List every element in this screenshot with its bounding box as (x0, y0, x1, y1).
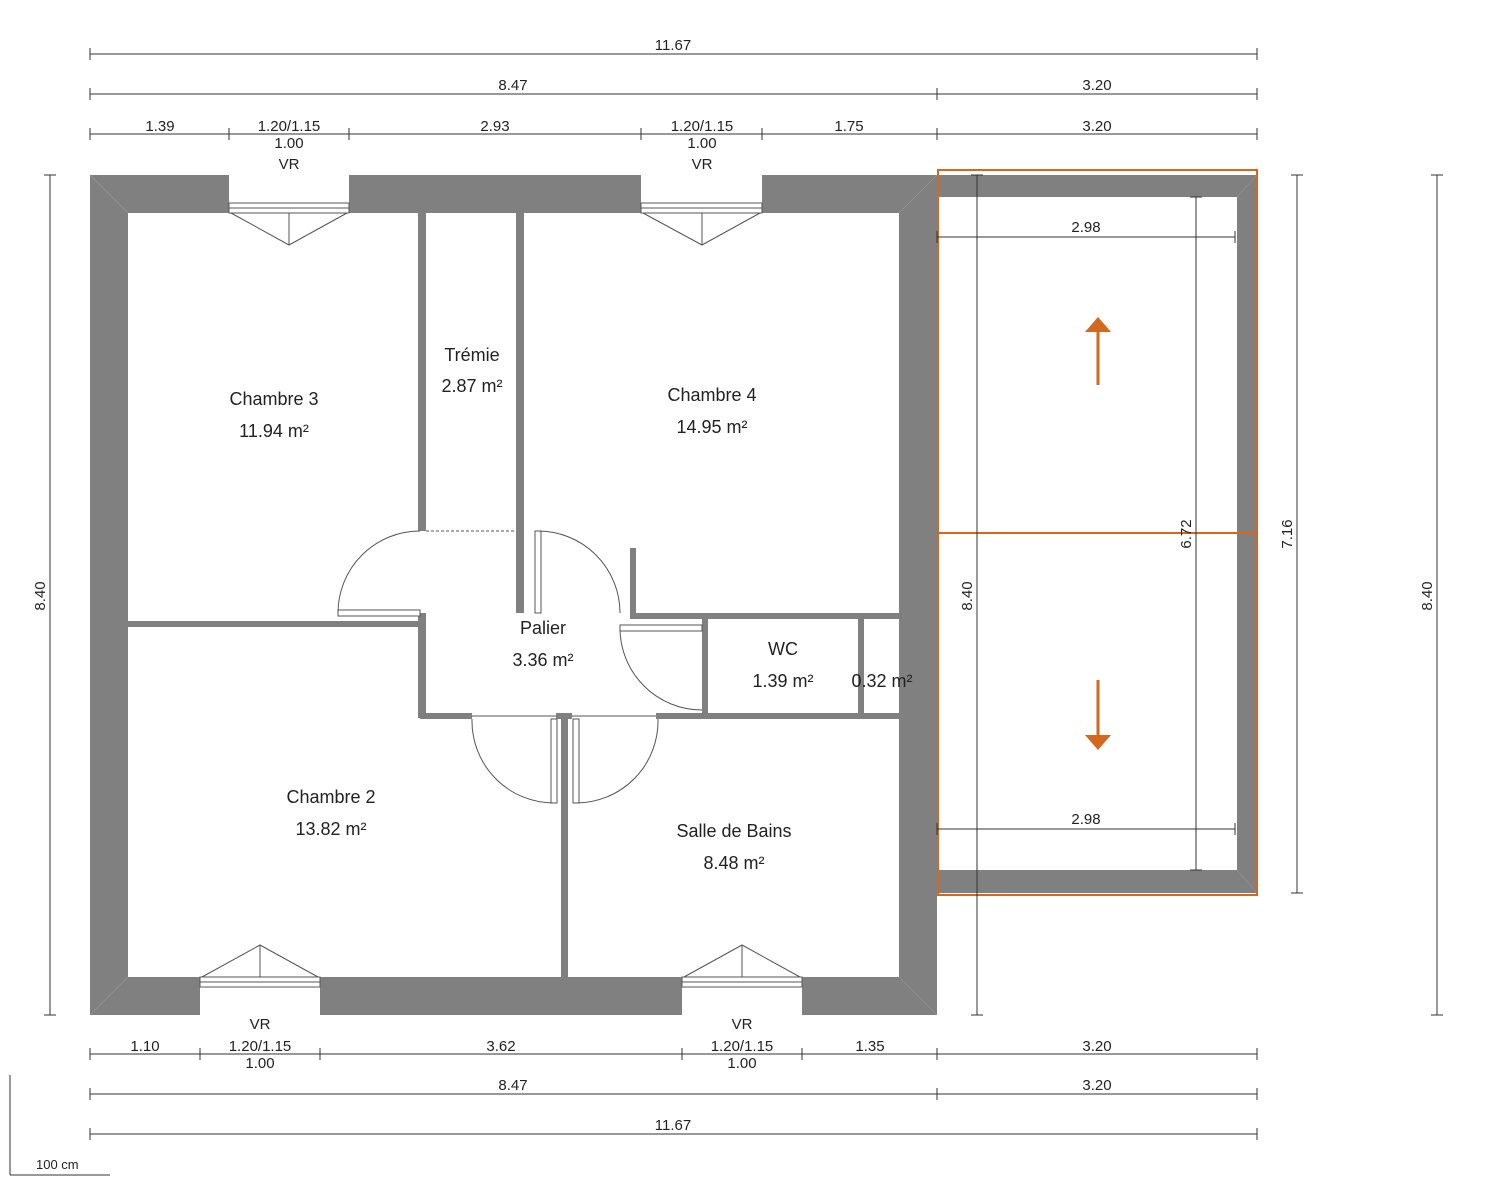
dim-bot-ext: 3.20 (1082, 1077, 1111, 1094)
room-chambre4-area: 14.95 m² (676, 417, 747, 437)
dim-top-house: 8.47 (498, 77, 527, 94)
dim-top-seg3: 2.93 (480, 118, 509, 135)
window-bottom-left-type: VR (250, 1016, 271, 1033)
dim-bot-seg3: 3.62 (486, 1038, 515, 1055)
dim-bot-total: 11.67 (655, 1117, 691, 1134)
doors (337, 530, 703, 804)
room-sdb-name: Salle de Bains (676, 821, 791, 841)
room-labels: Chambre 3 11.94 m² Trémie 2.87 m² Chambr… (229, 345, 912, 873)
dim-top-ext: 3.20 (1082, 77, 1111, 94)
window-bottom-right-size: 1.20/1.15 (711, 1038, 774, 1055)
window-top-left-type: VR (279, 156, 300, 173)
room-palier-name: Palier (520, 618, 566, 638)
room-tremie-name: Trémie (444, 345, 499, 365)
dim-top-seg5: 1.75 (834, 118, 863, 135)
room-wc-name: WC (768, 639, 798, 659)
window-top-right (640, 202, 763, 246)
room-chambre4-name: Chambre 4 (667, 385, 756, 405)
scale-label: 100 cm (36, 1157, 79, 1172)
dim-right-height: 8.40 (1419, 581, 1436, 610)
dim-ext-height-outer: 7.16 (1279, 519, 1296, 548)
room-palier-area: 3.36 m² (512, 650, 573, 670)
room-tremie-area: 2.87 m² (441, 376, 502, 396)
ext-width-top: 2.98 (1071, 219, 1100, 236)
room-small-area: 0.32 m² (851, 671, 912, 691)
scale-bar: 100 cm (9, 1075, 110, 1176)
interior-walls (128, 213, 899, 977)
dim-bot-seg1: 1.10 (130, 1038, 159, 1055)
room-chambre2-name: Chambre 2 (286, 787, 375, 807)
dim-top-seg1: 1.39 (145, 118, 174, 135)
window-bottom-right-type: VR (732, 1016, 753, 1033)
window-top-left (228, 202, 350, 246)
exterior-walls (90, 175, 937, 1015)
dim-top-total: 11.67 (655, 37, 691, 54)
dim-left-height: 8.40 (32, 581, 49, 610)
side-dimensions: 8.40 7.16 8.40 (32, 174, 1443, 1016)
window-bottom-left-sill: 1.00 (245, 1055, 274, 1072)
dim-bot-seg5: 1.35 (855, 1038, 884, 1055)
window-top-right-type: VR (692, 156, 713, 173)
room-chambre3-name: Chambre 3 (229, 389, 318, 409)
window-top-right-size: 1.20/1.15 (671, 118, 734, 135)
dim-bot-seg6: 3.20 (1082, 1038, 1111, 1055)
room-chambre2-area: 13.82 m² (295, 819, 366, 839)
bottom-dimensions: VR VR 1.10 1.20/1.15 1.00 3.62 1.20/1.15… (89, 1016, 1258, 1140)
window-top-left-sill: 1.00 (274, 135, 303, 152)
dim-top-seg6: 3.20 (1082, 118, 1111, 135)
window-top-left-size: 1.20/1.15 (258, 118, 321, 135)
ext-height-wall: 8.40 (959, 581, 976, 610)
window-bottom-left (199, 944, 321, 988)
window-bottom-left-size: 1.20/1.15 (229, 1038, 292, 1055)
room-wc-area: 1.39 m² (752, 671, 813, 691)
arrow-up-icon (1085, 317, 1111, 385)
room-chambre3-area: 11.94 m² (239, 421, 309, 441)
window-bottom-right-sill: 1.00 (727, 1055, 756, 1072)
top-dimensions: 11.67 8.47 3.20 1.39 1.20/1.15 1.00 VR 2… (89, 37, 1258, 173)
ext-height-inner: 6.72 (1178, 519, 1195, 548)
dim-bot-house: 8.47 (498, 1077, 527, 1094)
extension: 2.98 2.98 6.72 8.40 (936, 169, 1258, 1016)
arrow-down-icon (1085, 680, 1111, 750)
ext-width-bottom: 2.98 (1071, 811, 1100, 828)
room-sdb-area: 8.48 m² (703, 853, 764, 873)
window-bottom-right (681, 944, 803, 988)
window-top-right-sill: 1.00 (687, 135, 716, 152)
